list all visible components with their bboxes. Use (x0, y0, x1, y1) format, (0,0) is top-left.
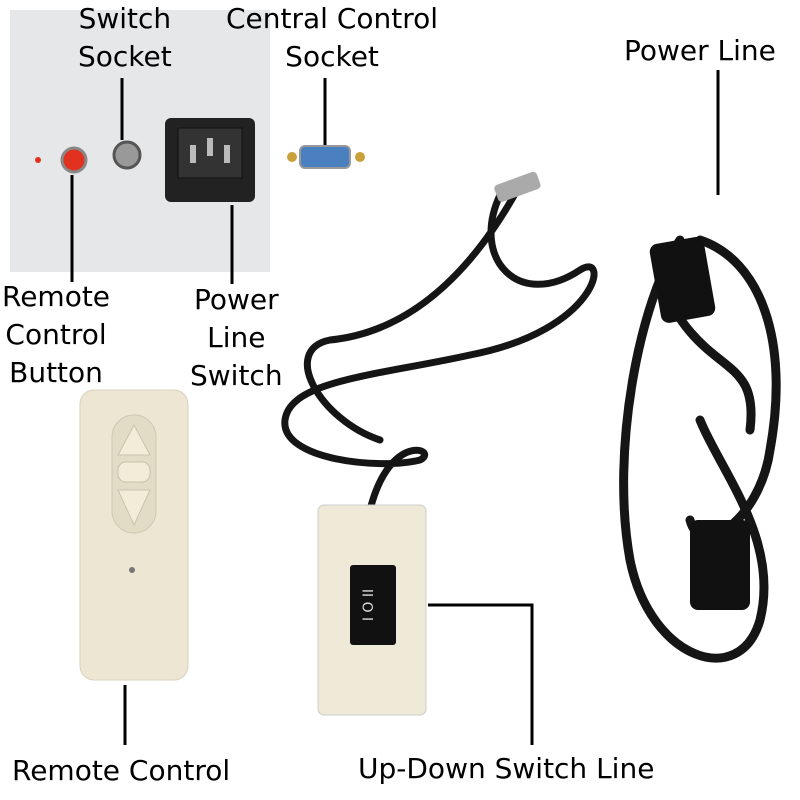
label-line: Power (193, 283, 279, 316)
label-line: Switch (78, 2, 172, 35)
down-button-icon (117, 489, 151, 527)
rocker-switch-icon (350, 565, 396, 645)
iec-connector-icon (690, 520, 750, 610)
switch-socket-label: Switch Socket (78, 0, 172, 76)
label-line: Button (9, 356, 103, 389)
remote-control-button-label: Remote Control Button (2, 278, 110, 392)
indicator-led (35, 157, 41, 163)
power-plug-icon (649, 237, 716, 323)
label-line: Socket (78, 40, 172, 73)
remote-control-body (79, 389, 189, 681)
leader-lines (70, 70, 720, 745)
up-down-switch-cable (281, 181, 598, 514)
power-line-label: Power Line (624, 34, 776, 67)
up-down-switch-line-label: Up-Down Switch Line (358, 752, 655, 785)
up-button-icon (117, 423, 151, 456)
label-line: Central Control (226, 2, 439, 35)
label-line: Control (5, 318, 107, 351)
svg-text:I O II: I O II (361, 589, 377, 621)
stop-button-icon (117, 461, 151, 483)
serial-port-icon (299, 145, 351, 169)
connector-icon (494, 171, 541, 202)
label-line: Switch (190, 359, 283, 392)
remote-control-button-icon (60, 146, 88, 174)
power-line-switch-label: Power Line Switch (190, 281, 283, 395)
central-control-socket-label: Central Control Socket (226, 0, 438, 76)
label-line: Remote (2, 280, 111, 313)
label-line: Socket (285, 40, 379, 73)
label-line: Line (207, 321, 266, 354)
remote-control-label: Remote Control (12, 754, 231, 787)
switch-socket-icon (112, 140, 142, 170)
